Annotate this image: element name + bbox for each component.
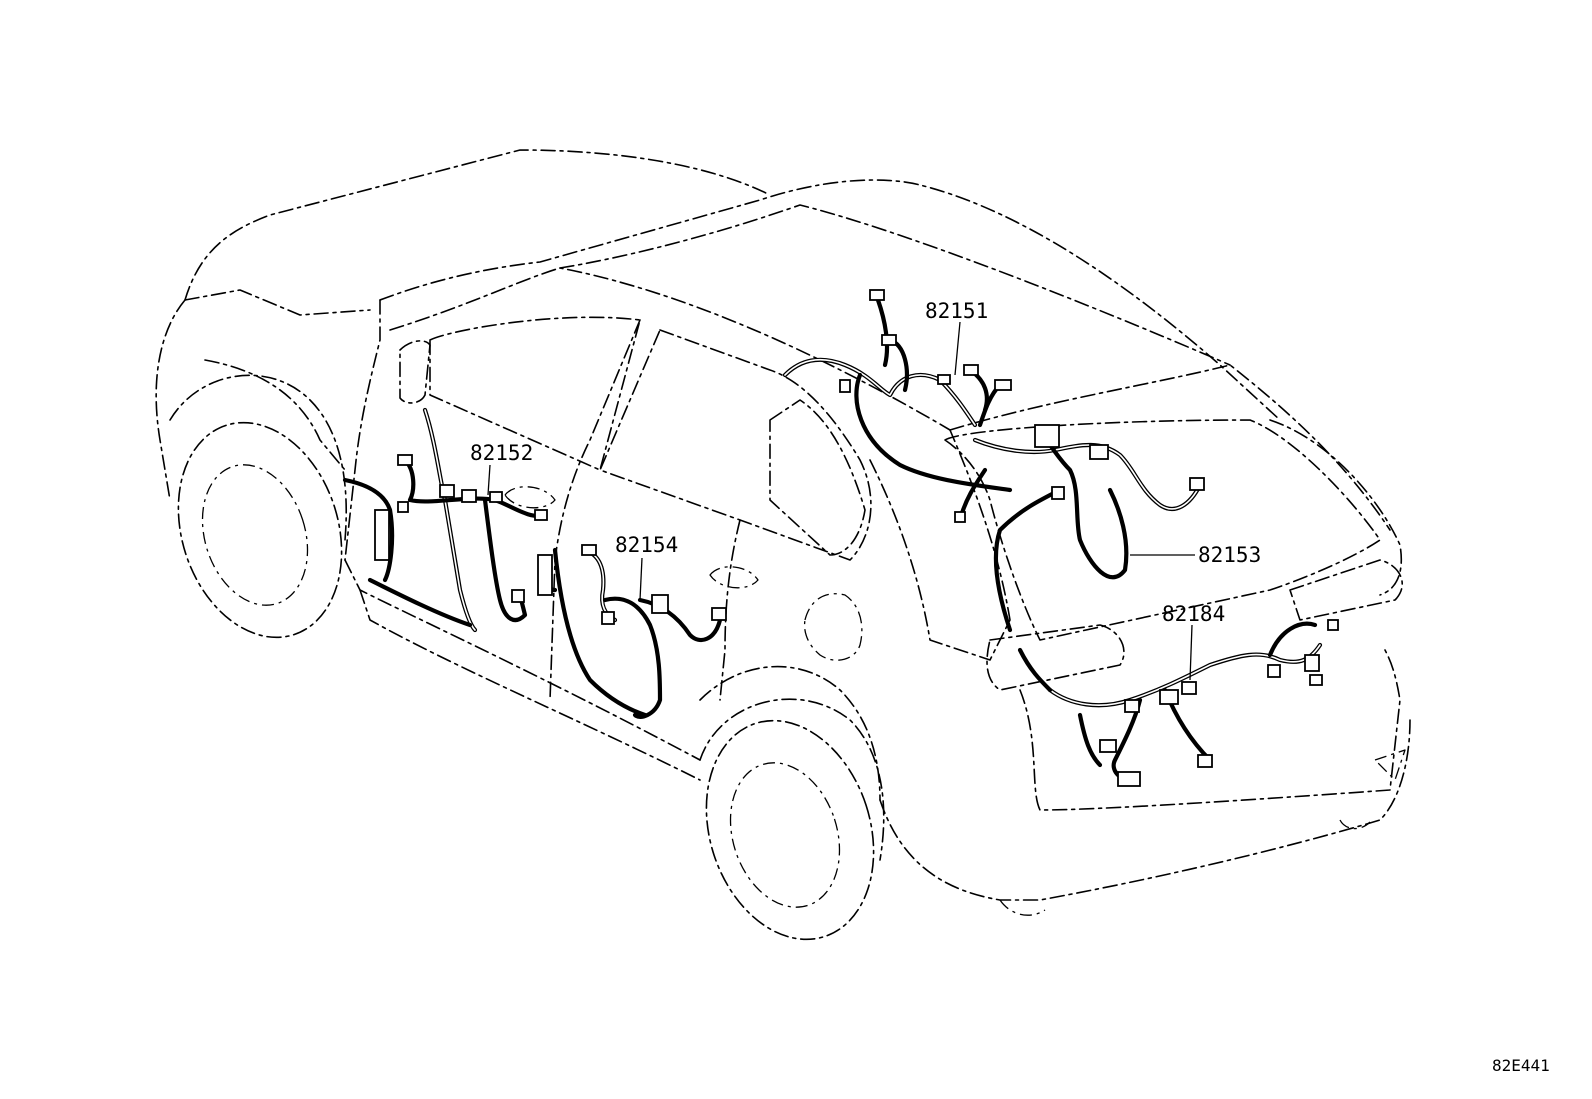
mirror xyxy=(399,340,431,404)
front-door-handle xyxy=(504,486,556,509)
front-door-edge xyxy=(549,319,641,701)
roof-rail-right xyxy=(559,204,1231,366)
connector[interactable] xyxy=(1159,689,1179,705)
roof-rail-left xyxy=(389,267,951,431)
hood-outline xyxy=(184,149,771,301)
tailgate-glass xyxy=(944,419,1381,641)
connector[interactable] xyxy=(651,594,669,614)
leader-82184 xyxy=(1189,624,1193,681)
illustration-reference-code: 82E441 xyxy=(1492,1056,1550,1075)
front-door-window xyxy=(429,316,641,471)
roof-rear-edge xyxy=(949,364,1391,531)
connector[interactable] xyxy=(601,611,615,625)
tail-lamp-left xyxy=(986,624,1125,691)
connector[interactable] xyxy=(534,509,548,521)
front-wheel-tire xyxy=(177,421,343,639)
rear-quarter xyxy=(869,429,1011,661)
connector[interactable] xyxy=(994,379,1012,391)
fuel-door xyxy=(803,593,863,661)
connector[interactable] xyxy=(711,607,727,621)
front-wheel-rim xyxy=(201,464,309,606)
connector[interactable] xyxy=(374,509,390,561)
harness-82151-roof[interactable] xyxy=(782,289,1013,493)
tail-lamp-right xyxy=(1289,559,1404,621)
part-label-82151[interactable]: 82151 xyxy=(925,299,988,323)
rear-fender-arch-top xyxy=(699,665,881,801)
connector[interactable] xyxy=(397,501,409,513)
part-labels: 82151 82152 82153 82154 82184 xyxy=(470,299,1261,626)
connector[interactable] xyxy=(1327,619,1339,631)
connector[interactable] xyxy=(1267,664,1281,678)
part-label-82153[interactable]: 82153 xyxy=(1198,543,1261,567)
leader-lines xyxy=(487,321,1195,681)
connector[interactable] xyxy=(1034,424,1060,448)
connector[interactable] xyxy=(1197,754,1213,768)
roof-outline xyxy=(379,179,1281,421)
connector[interactable] xyxy=(839,379,851,393)
harness-82154-rear-door[interactable] xyxy=(537,544,727,719)
connector[interactable] xyxy=(954,511,966,523)
rocker-lower xyxy=(359,589,701,781)
leader-82152 xyxy=(487,464,491,496)
connector[interactable] xyxy=(1189,477,1205,491)
spoiler xyxy=(1269,419,1403,596)
vehicle-outline xyxy=(155,149,1411,941)
part-label-82152[interactable]: 82152 xyxy=(470,441,533,465)
rear-bumper xyxy=(879,719,1411,901)
connector[interactable] xyxy=(1099,739,1117,753)
part-label-82184[interactable]: 82184 xyxy=(1162,602,1225,626)
connector[interactable] xyxy=(1051,486,1065,500)
front-bumper xyxy=(155,299,186,501)
connector[interactable] xyxy=(1089,444,1109,460)
connector[interactable] xyxy=(397,454,413,466)
connector[interactable] xyxy=(537,554,553,596)
part-label-82154[interactable]: 82154 xyxy=(615,533,678,557)
connector[interactable] xyxy=(439,484,455,498)
connector[interactable] xyxy=(1117,771,1141,787)
connector[interactable] xyxy=(1181,681,1197,695)
front-fender-top xyxy=(184,289,371,316)
front-fender-side xyxy=(204,359,346,471)
tow-hook xyxy=(1339,819,1371,830)
connector[interactable] xyxy=(581,544,597,556)
front-wheel-arch xyxy=(169,374,348,541)
connector[interactable] xyxy=(489,491,503,503)
quarter-window xyxy=(769,399,866,556)
connector[interactable] xyxy=(881,334,897,346)
rear-wheel-tire xyxy=(705,719,875,941)
rear-wheel-rim xyxy=(729,762,841,908)
connector[interactable] xyxy=(461,489,477,503)
a-pillar xyxy=(344,299,381,561)
tailgate-lower xyxy=(1019,649,1401,811)
leader-82151 xyxy=(954,321,961,376)
side-sill xyxy=(344,559,701,761)
exhaust xyxy=(999,899,1046,916)
connector[interactable] xyxy=(511,589,525,603)
connector[interactable] xyxy=(1304,654,1320,672)
leader-82154 xyxy=(639,557,643,601)
connector[interactable] xyxy=(937,374,951,385)
harness-82184-rear-lower[interactable] xyxy=(1017,619,1339,787)
connector[interactable] xyxy=(1124,699,1140,713)
reflector xyxy=(1374,749,1406,781)
harness-82153-tailgate-upper[interactable] xyxy=(954,424,1205,633)
rear-wheel-arch xyxy=(699,698,885,861)
connector[interactable] xyxy=(963,364,979,376)
rear-door-window xyxy=(599,329,872,561)
harness-82152-front-door[interactable] xyxy=(342,407,548,633)
connector[interactable] xyxy=(869,289,885,301)
rear-door-handle xyxy=(709,566,759,589)
connector[interactable] xyxy=(1309,674,1323,686)
